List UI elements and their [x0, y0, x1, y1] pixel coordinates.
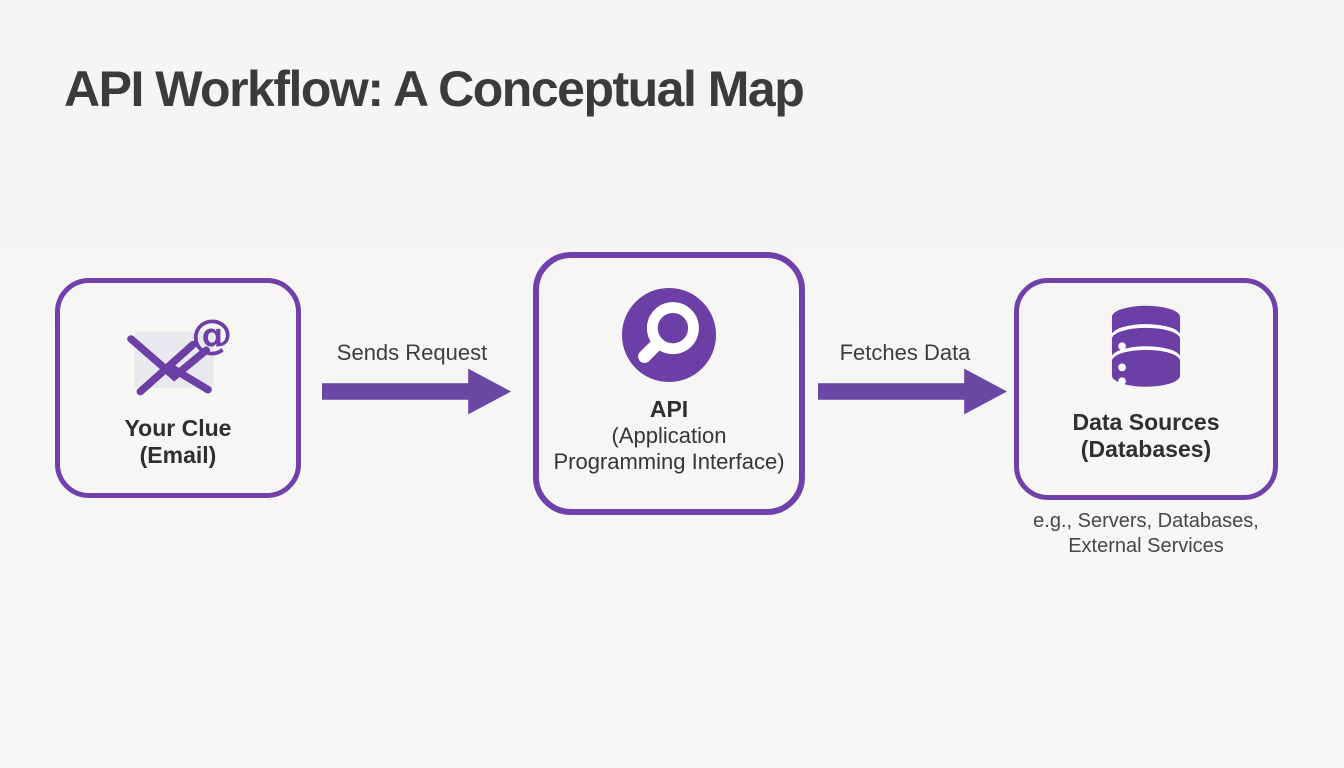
node-api: API (Application Programming Interface) — [533, 252, 805, 515]
node-data-sources-subtitle: (Databases) — [1080, 436, 1212, 463]
database-icon — [1100, 303, 1192, 395]
email-at-icon: @ — [119, 307, 237, 401]
caption-line1: e.g., Servers, Databases, — [1033, 510, 1259, 532]
caption-line2: External Services — [1068, 535, 1224, 557]
node-email-title: Your Clue — [124, 415, 232, 441]
arrow-sends-request-icon — [322, 366, 512, 416]
page-title: API Workflow: A Conceptual Map — [64, 61, 805, 117]
at-symbol: @ — [191, 310, 232, 358]
node-data-sources-title: Data Sources — [1072, 409, 1220, 435]
magnifier-icon — [620, 286, 718, 384]
arrow-label-fetches-data: Fetches Data — [839, 340, 971, 365]
node-api-subtitle-line1: (Application — [611, 423, 727, 449]
node-data-sources: Data Sources (Databases) — [1014, 278, 1278, 500]
node-email: @ Your Clue (Email) — [55, 278, 301, 498]
arrow-label-sends-request: Sends Request — [336, 340, 488, 365]
node-email-subtitle: (Email) — [139, 442, 217, 469]
node-api-subtitle-line2: Programming Interface) — [553, 449, 785, 475]
arrow-fetches-data-icon — [818, 366, 1008, 416]
data-sources-caption: e.g., Servers, Databases, External Servi… — [1004, 509, 1288, 559]
node-api-title: API — [649, 396, 689, 422]
